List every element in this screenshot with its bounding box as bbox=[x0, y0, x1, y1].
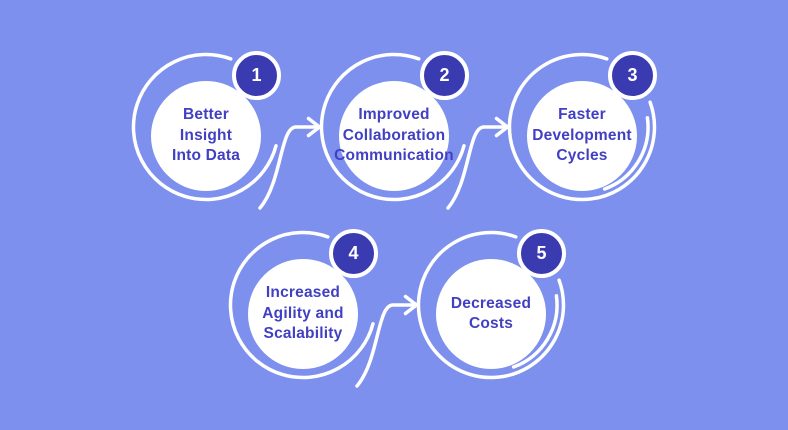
outer-ring-arc-1 bbox=[131, 52, 278, 202]
step-badge-1: 1 bbox=[232, 51, 281, 100]
step-circle-1 bbox=[151, 81, 261, 191]
outer-ring-arc-2 bbox=[319, 52, 466, 202]
step-badge-3: 3 bbox=[608, 51, 657, 100]
step-circle-2 bbox=[339, 81, 449, 191]
badge-number: 4 bbox=[348, 243, 359, 263]
terminal-arc-5 bbox=[511, 294, 559, 369]
outer-ring-arc-4 bbox=[228, 230, 375, 380]
connector-arrow-1-2 bbox=[258, 125, 319, 210]
connector-arrow-4-5 bbox=[355, 303, 416, 388]
outer-ring-arc-3 bbox=[507, 52, 657, 202]
badge-number: 2 bbox=[439, 65, 450, 85]
step-label-1: Better Insight Into Data bbox=[171, 106, 241, 165]
arrow-head-icon-4-5 bbox=[403, 294, 419, 316]
step-badge-4: 4 bbox=[329, 229, 378, 278]
terminal-arc-3 bbox=[602, 116, 650, 191]
arrow-head-icon-2-3 bbox=[494, 116, 510, 138]
step-circle-3 bbox=[527, 81, 637, 191]
badge-number: 1 bbox=[251, 65, 262, 85]
step-badge-5: 5 bbox=[517, 229, 566, 278]
step-badge-2: 2 bbox=[420, 51, 469, 100]
connector-arrow-2-3 bbox=[446, 125, 507, 210]
outer-ring-arc-5 bbox=[416, 230, 566, 380]
step-label-5: Decreased Costs bbox=[450, 294, 532, 332]
step-circle-4 bbox=[248, 259, 358, 369]
step-label-3: Faster Development Cycles bbox=[532, 106, 632, 165]
step-label-4: Increased Agility and Scalability bbox=[262, 284, 344, 343]
step-label-2: Improved Collaboration Communication bbox=[334, 106, 454, 165]
arrow-head-icon-1-2 bbox=[306, 116, 322, 138]
badge-number: 3 bbox=[627, 65, 638, 85]
badge-number: 5 bbox=[536, 243, 547, 263]
step-circle-5 bbox=[436, 259, 546, 369]
